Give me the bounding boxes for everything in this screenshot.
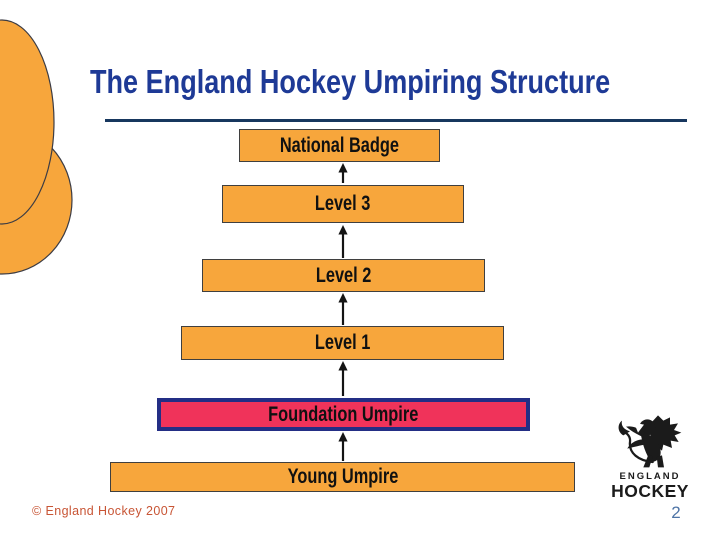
box-level-2: Level 2 (202, 259, 485, 292)
up-arrow-icon (338, 361, 348, 396)
box-label: National Badge (279, 133, 400, 157)
box-label: Level 1 (314, 331, 371, 354)
up-arrow-icon (338, 225, 348, 258)
page-title: The England Hockey Umpiring Structure (90, 64, 720, 104)
page-number: 2 (671, 503, 681, 522)
up-arrow-icon (338, 293, 348, 325)
page-title-text: The England Hockey Umpiring Structure (90, 63, 611, 100)
logo-text-england: ENGLAND (619, 471, 681, 482)
box-label: Young Umpire (287, 465, 398, 488)
box-level-1: Level 1 (181, 326, 504, 360)
logo-text-hockey: HOCKEY (611, 481, 689, 501)
copyright-text: © England Hockey 2007 (32, 504, 176, 518)
box-label: Level 3 (315, 192, 371, 215)
england-hockey-logo: ENGLAND HOCKEY (603, 414, 697, 501)
box-label: Level 2 (315, 263, 372, 287)
up-arrow-icon (338, 163, 348, 183)
box-label: Foundation Umpire (268, 402, 419, 426)
corner-ellipses-decoration (0, 19, 73, 275)
lion-rampant-icon (618, 415, 682, 468)
box-foundation-umpire: Foundation Umpire (157, 398, 530, 431)
box-young-umpire: Young Umpire (110, 462, 575, 492)
box-national-badge: National Badge (239, 129, 440, 162)
box-level-3: Level 3 (222, 185, 464, 223)
up-arrow-icon (338, 432, 348, 461)
title-underline (105, 119, 687, 122)
